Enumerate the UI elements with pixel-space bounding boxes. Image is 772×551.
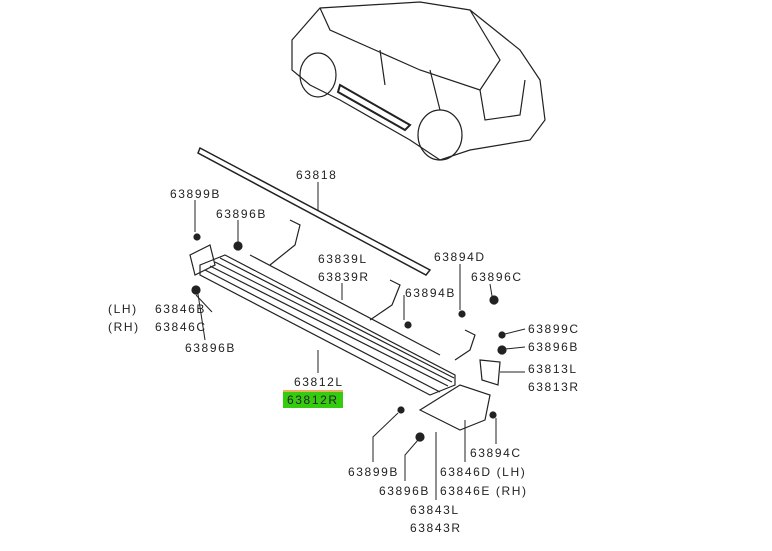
- label-63894d[interactable]: 63894D: [434, 250, 486, 264]
- bracket: [269, 219, 476, 361]
- leader-lines: [194, 182, 526, 500]
- step-board: [199, 254, 456, 396]
- label-63839r[interactable]: 63839R: [318, 270, 370, 284]
- bracket-63813: [479, 359, 501, 386]
- label-63899b[interactable]: 63899B: [348, 465, 399, 479]
- label-63894b[interactable]: 63894B: [405, 286, 456, 300]
- label-63896b[interactable]: 63896B: [216, 207, 267, 221]
- end-bracket-left: [189, 244, 216, 276]
- label-63812r-highlighted[interactable]: 63812R: [283, 390, 343, 408]
- label-rh: (RH): [108, 320, 140, 334]
- label-63813r[interactable]: 63813R: [528, 380, 580, 394]
- label-63846e[interactable]: 63846E (RH): [440, 484, 528, 498]
- label-63896c[interactable]: 63896C: [471, 270, 523, 284]
- label-63894c[interactable]: 63894C: [470, 446, 522, 460]
- moulding-strip: [197, 146, 432, 276]
- label-63899b[interactable]: 63899B: [170, 187, 221, 201]
- label-63846b[interactable]: 63846B: [155, 302, 206, 316]
- label-63846d[interactable]: 63846D (LH): [440, 465, 527, 479]
- label-63896b[interactable]: 63896B: [528, 340, 579, 354]
- label-63812l[interactable]: 63812L: [294, 375, 344, 389]
- vehicle-illustration: [291, 1, 546, 161]
- label-63899c[interactable]: 63899C: [528, 322, 580, 336]
- label-63896b[interactable]: 63896B: [379, 484, 430, 498]
- label-63813l[interactable]: 63813L: [528, 362, 578, 376]
- label-lh: (LH): [108, 302, 138, 316]
- label-63843r[interactable]: 63843R: [410, 521, 462, 535]
- label-63818[interactable]: 63818: [296, 168, 338, 182]
- label-63846c[interactable]: 63846C: [155, 320, 207, 334]
- end-cap: [418, 384, 491, 431]
- label-63896b[interactable]: 63896B: [185, 341, 236, 355]
- label-63843l[interactable]: 63843L: [410, 503, 460, 517]
- label-63839l[interactable]: 63839L: [318, 252, 368, 266]
